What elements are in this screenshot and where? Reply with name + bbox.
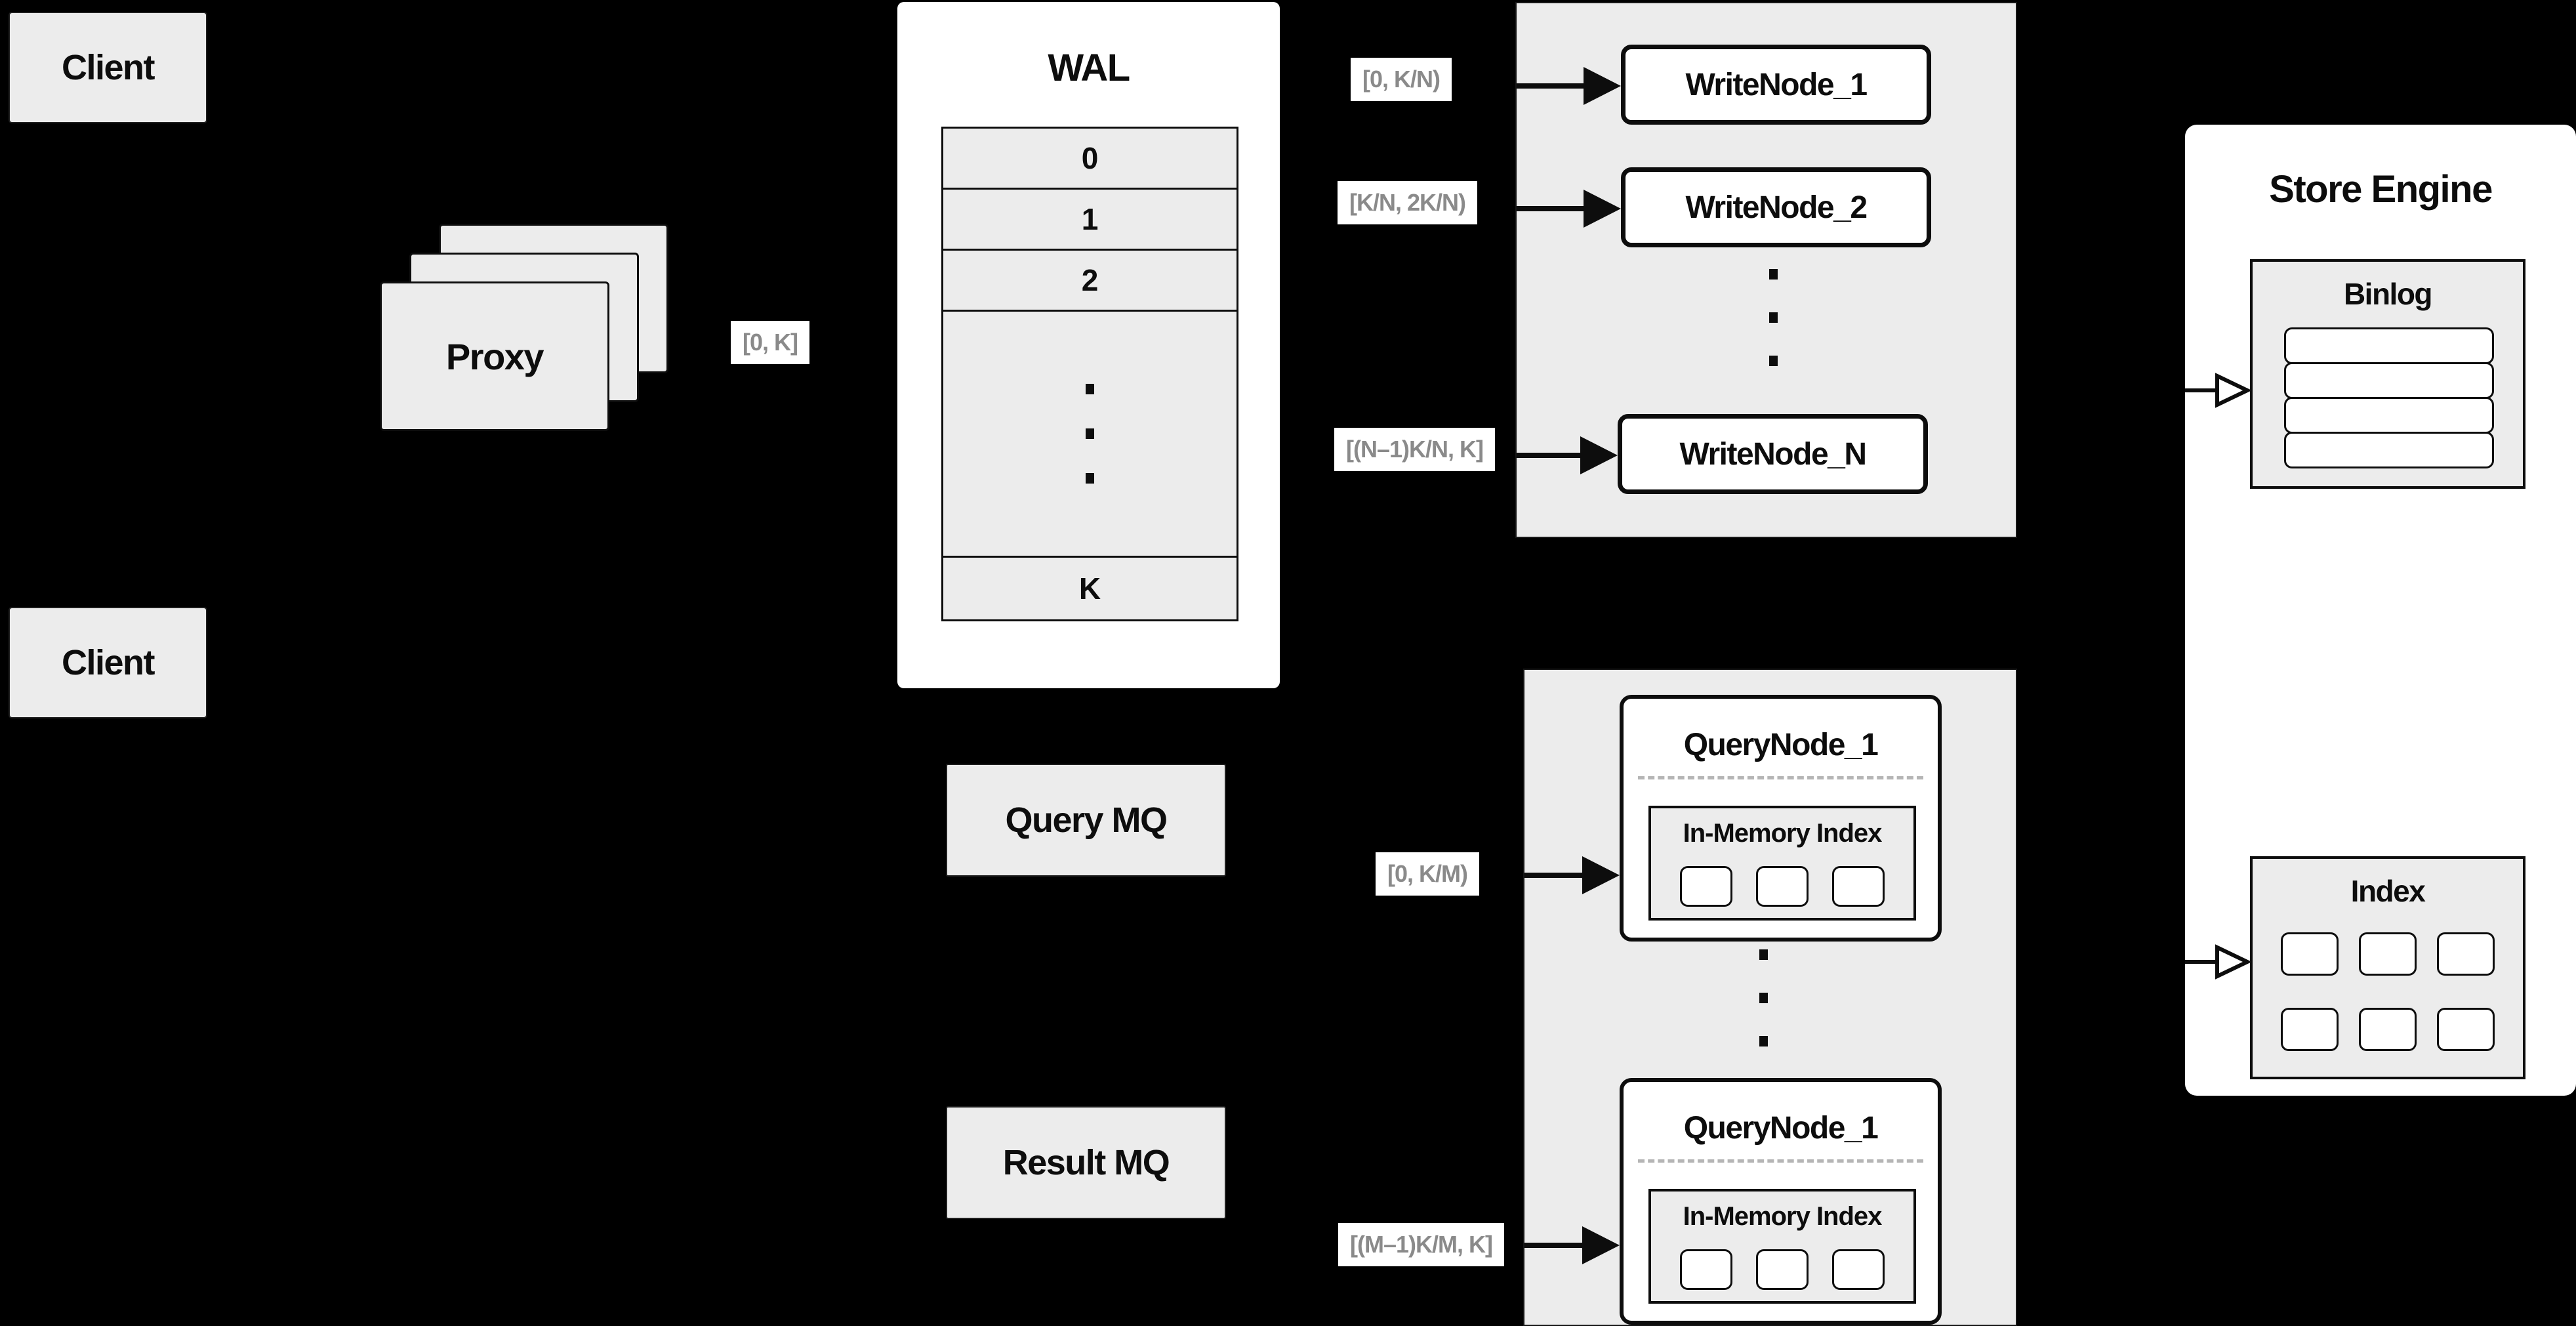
open-arrowhead-index-icon [2215, 944, 2252, 980]
dot-icon [1086, 384, 1094, 394]
write-node-2-box: WriteNode_2 [1621, 167, 1931, 247]
dot-icon [1759, 949, 1768, 960]
wal-table: 0 1 2 K [941, 127, 1238, 621]
index-segment-cell [2359, 1008, 2417, 1051]
write-node-n-label: WriteNode_N [1679, 436, 1868, 472]
store-engine-panel: Store Engine Binlog Index [2185, 125, 2576, 1096]
memory-segment-cell [1680, 866, 1732, 907]
open-arrowhead-binlog-icon [2215, 373, 2252, 408]
binlog-row [2284, 397, 2494, 434]
client-top-label: Client [61, 48, 155, 87]
wal-title: WAL [1048, 46, 1130, 89]
dot-icon [1759, 1036, 1768, 1046]
arrow-to-querynode-1 [1524, 873, 1584, 878]
range-label-query-node-m: [(M–1)K/M, K] [1338, 1223, 1504, 1266]
query-node-top-title: QueryNode_1 [1683, 727, 1879, 762]
index-cells-row-2 [2253, 1008, 2523, 1051]
wal-row-1: 1 [941, 188, 1238, 251]
wal-row-0: 0 [941, 127, 1238, 190]
arrowhead-querynode-1-icon [1582, 856, 1620, 894]
wal-row-2: 2 [941, 249, 1238, 312]
client-bottom-label: Client [61, 643, 155, 682]
binlog-row [2284, 432, 2494, 468]
binlog-box: Binlog [2250, 259, 2525, 489]
write-node-1-label: WriteNode_1 [1685, 67, 1868, 102]
index-title: Index [2350, 874, 2426, 908]
query-node-bottom-box: QueryNode_1 In-Memory Index [1620, 1078, 1942, 1325]
query-node-ellipsis [1759, 949, 1768, 1046]
result-mq-box: Result MQ [946, 1106, 1226, 1219]
arrow-to-binlog [2185, 371, 2252, 409]
binlog-rows [2284, 327, 2494, 468]
range-label-query-node-1: [0, K/M) [1376, 852, 1479, 896]
arrow-to-writenode-n [1517, 453, 1582, 458]
dot-icon [1769, 312, 1778, 323]
index-segment-cell [2281, 1008, 2339, 1051]
dot-icon [1759, 993, 1768, 1003]
wal-panel: WAL 0 1 2 K [897, 2, 1280, 688]
query-mq-box: Query MQ [946, 764, 1226, 877]
result-mq-label: Result MQ [1002, 1143, 1170, 1182]
store-engine-title: Store Engine [2269, 167, 2493, 211]
memory-segment-cell [1832, 1249, 1885, 1290]
in-memory-index-top-box: In-Memory Index [1648, 806, 1916, 921]
write-node-panel: WriteNode_1 WriteNode_2 WriteNode_N [1515, 2, 2017, 538]
binlog-row [2284, 327, 2494, 364]
dot-icon [1086, 473, 1094, 484]
in-memory-index-top-title: In-Memory Index [1683, 818, 1883, 848]
in-memory-index-bottom-cells [1651, 1249, 1913, 1290]
memory-segment-cell [1680, 1249, 1732, 1290]
write-node-1-box: WriteNode_1 [1621, 45, 1931, 125]
query-node-top-box: QueryNode_1 In-Memory Index [1620, 695, 1942, 942]
index-segment-cell [2437, 1008, 2495, 1051]
write-node-n-box: WriteNode_N [1618, 414, 1928, 494]
index-box: Index [2250, 856, 2525, 1079]
memory-segment-cell [1756, 1249, 1809, 1290]
arrow-to-querynode-m [1524, 1243, 1584, 1248]
in-memory-index-top-cells [1651, 866, 1913, 907]
query-node-top-separator [1638, 776, 1923, 779]
in-memory-index-bottom-title: In-Memory Index [1683, 1201, 1883, 1231]
arrow-to-index [2185, 943, 2252, 981]
index-segment-cell [2359, 932, 2417, 976]
arrowhead-querynode-m-icon [1582, 1226, 1620, 1264]
arrow-to-writenode-1 [1517, 83, 1585, 89]
range-label-write-node-1: [0, K/N) [1351, 58, 1452, 101]
index-segment-cell [2281, 932, 2339, 976]
range-label-write-node-2: [K/N, 2K/N) [1338, 181, 1477, 224]
wal-row-k: K [941, 556, 1238, 621]
query-mq-label: Query MQ [1005, 800, 1168, 840]
index-cells-row-1 [2253, 932, 2523, 976]
binlog-title: Binlog [2343, 277, 2433, 311]
client-top-box: Client [9, 12, 207, 123]
query-node-panel: QueryNode_1 In-Memory Index QueryNode_1 [1523, 669, 2017, 1326]
query-node-bottom-separator [1638, 1159, 1923, 1163]
arrowhead-writenode-1-icon [1584, 67, 1621, 105]
client-bottom-box: Client [9, 607, 207, 718]
index-segment-cell [2437, 932, 2495, 976]
wal-row-ellipsis [941, 310, 1238, 558]
write-node-ellipsis [1769, 269, 1778, 366]
memory-segment-cell [1756, 866, 1809, 907]
range-label-proxy-out: [0, K] [731, 321, 809, 364]
proxy-card-front: Proxy [380, 281, 609, 431]
arrow-to-writenode-2 [1517, 206, 1585, 211]
dot-icon [1769, 356, 1778, 366]
dot-icon [1769, 269, 1778, 280]
query-node-bottom-title: QueryNode_1 [1683, 1110, 1879, 1146]
in-memory-index-bottom-box: In-Memory Index [1648, 1189, 1916, 1304]
write-node-2-label: WriteNode_2 [1685, 190, 1868, 225]
binlog-row [2284, 362, 2494, 399]
memory-segment-cell [1832, 866, 1885, 907]
arrowhead-writenode-n-icon [1580, 436, 1618, 474]
proxy-label: Proxy [445, 335, 544, 377]
dot-icon [1086, 428, 1094, 439]
range-label-write-node-n: [(N–1)K/N, K] [1334, 428, 1495, 471]
arrowhead-writenode-2-icon [1584, 190, 1621, 228]
